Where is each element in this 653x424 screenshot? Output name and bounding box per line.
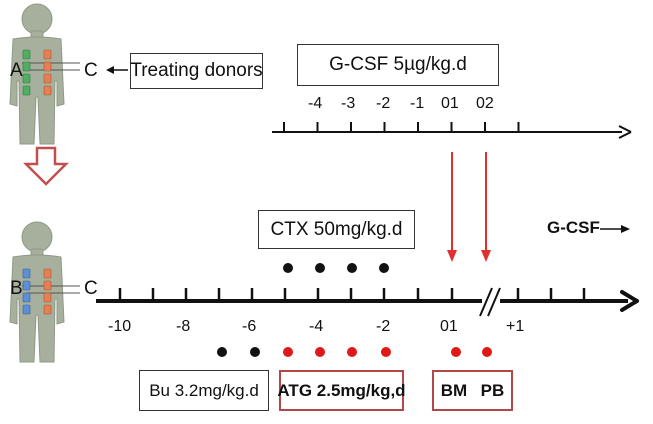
pb-label: PB	[480, 380, 505, 400]
recipient-tick-label: +1	[506, 318, 525, 335]
ctx-dot	[347, 263, 357, 273]
donor-tick-label: -4	[308, 95, 323, 112]
donor-tick-label: -1	[410, 95, 425, 112]
donor-figure-icon	[9, 3, 80, 145]
bm-harvest-arrow	[447, 152, 457, 262]
bu-dot	[250, 347, 260, 357]
ctx-box: CTX 50mg/kg.d	[258, 210, 415, 249]
donor-tick-label: 02	[476, 95, 494, 112]
donor-site-c-label: C	[84, 60, 98, 81]
bu-dose-dots	[217, 347, 260, 357]
atg-dot	[381, 347, 391, 357]
atg-box: ATG 2.5mg/kg,d	[277, 370, 406, 411]
recipient-timeline	[96, 287, 639, 317]
recipient-ticks	[118, 288, 586, 301]
infusion-box: BM PB	[432, 370, 513, 411]
atg-dot	[347, 347, 357, 357]
ctx-dot	[315, 263, 325, 273]
recipient-site-c-label: C	[84, 278, 98, 299]
donor-site-a-marks	[22, 49, 31, 96]
recipient-tick-label: -2	[376, 318, 391, 335]
recipient-timeline-arrowhead	[620, 290, 639, 312]
atg-dot	[315, 347, 325, 357]
donor-tick-label: 01	[441, 95, 459, 112]
bm-dot	[451, 347, 461, 357]
donor-ticks	[283, 122, 520, 132]
donor-gcsf-box: G-CSF 5µg/kg.d	[297, 44, 499, 86]
recipient-figure-icon	[9, 221, 80, 363]
ctx-dose-dots	[283, 263, 389, 273]
timeline-break-marks	[479, 287, 501, 317]
recipient-tick-label: 01	[440, 318, 458, 335]
atg-dot	[283, 347, 293, 357]
donor-timeline	[272, 122, 632, 139]
pb-harvest-arrow	[481, 152, 491, 262]
infusion-dots	[451, 347, 492, 357]
recipient-site-c-marks	[43, 268, 52, 315]
recipient-site-b-marks	[22, 268, 31, 315]
ctx-dot	[283, 263, 293, 273]
pb-dot	[482, 347, 492, 357]
donor-site-a-label: A	[10, 60, 23, 81]
treating-arrow	[106, 66, 128, 74]
treating-donors-box: Treating donors	[130, 53, 263, 89]
recipient-gcsf-label: G-CSF	[547, 218, 600, 237]
recipient-tick-label: -10	[108, 318, 132, 335]
transfer-arrow-icon	[22, 146, 70, 186]
donor-tick-label: -3	[341, 95, 356, 112]
atg-dose-dots	[283, 347, 391, 357]
gcsf-continue-arrow	[600, 225, 630, 233]
donor-timeline-arrowhead	[618, 125, 632, 139]
bu-dot	[217, 347, 227, 357]
bu-box: Bu 3.2mg/kg.d	[139, 370, 269, 411]
bm-label: BM	[440, 380, 468, 400]
ctx-dot	[379, 263, 389, 273]
recipient-tick-label: -6	[242, 318, 257, 335]
recipient-tick-label: -8	[176, 318, 191, 335]
donor-tick-label: -2	[376, 95, 391, 112]
recipient-tick-label: -4	[309, 318, 324, 335]
recipient-site-b-label: B	[10, 278, 23, 299]
donor-site-c-marks	[43, 49, 52, 96]
